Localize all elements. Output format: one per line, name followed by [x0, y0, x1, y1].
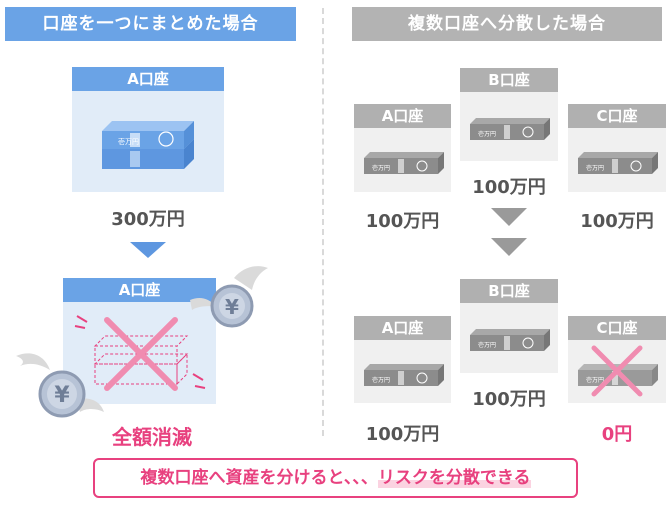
section-divider — [322, 8, 324, 436]
right-top-amount-b: 100万円 — [472, 177, 546, 198]
conclusion-highlight: リスクを分散できる — [377, 468, 531, 488]
bill-text: 壱万円 — [478, 130, 496, 138]
conclusion-prefix: 複数口座へ資産を分けると、、、 — [140, 468, 378, 488]
cross-icon — [104, 317, 178, 391]
left-top-amount: 300万円 — [111, 209, 185, 230]
money-bill-icon: 壱万円 — [364, 364, 444, 386]
account-label: A口座 — [63, 278, 216, 302]
down-arrow-icon — [491, 238, 527, 256]
cross-icon — [591, 345, 643, 397]
money-bill-icon: 壱万円 — [470, 329, 550, 351]
account-label: C口座 — [568, 316, 666, 340]
right-top-card-a: A口座 壱万円 — [354, 104, 451, 192]
flying-coin-icon: ¥ — [16, 353, 104, 418]
vanished-bill-icon: 壱万円 — [578, 345, 658, 397]
yen-symbol: ¥ — [225, 295, 239, 319]
right-top-amount-c: 100万円 — [580, 211, 654, 232]
flying-coin-icon: ¥ — [190, 266, 268, 328]
account-label: A口座 — [354, 316, 451, 340]
left-result: 全額消滅 — [112, 425, 192, 449]
bill-text: 壱万円 — [478, 341, 496, 349]
bill-text: 壱万円 — [586, 376, 604, 384]
yen-symbol: ¥ — [54, 383, 70, 408]
right-top-card-b: B口座 壱万円 — [460, 68, 558, 161]
money-bill-icon: 壱万円 — [470, 118, 550, 140]
right-bottom-amount-a: 100万円 — [365, 424, 440, 445]
bill-text: 壱万円 — [586, 164, 604, 172]
left-bottom-account-card: A口座 — [63, 278, 216, 404]
money-bill-icon: 壱万円 — [578, 152, 658, 174]
account-label: A口座 — [72, 67, 224, 91]
bill-text: 壱万円 — [372, 376, 390, 384]
bill-text: 壱万円 — [372, 164, 390, 172]
account-label: C口座 — [568, 104, 666, 128]
vanished-money-icon — [74, 315, 206, 391]
down-arrow-icon — [130, 242, 166, 258]
down-arrow-icon — [491, 208, 527, 226]
right-bottom-card-c: C口座 壱万円 — [568, 316, 666, 403]
right-bottom-card-a: A口座 壱万円 — [354, 316, 451, 403]
left-top-account-card: A口座 壱万円 — [72, 67, 224, 192]
right-top-card-c: C口座 壱万円 — [568, 104, 666, 192]
right-top-amount-a: 100万円 — [365, 211, 440, 232]
left-banner: 口座を一つにまとめた場合 — [5, 7, 296, 41]
account-label: B口座 — [460, 68, 558, 92]
bill-text: 壱万円 — [118, 137, 139, 146]
account-label: B口座 — [460, 279, 558, 303]
right-bottom-card-b: B口座 壱万円 — [460, 279, 558, 373]
conclusion-box: 複数口座へ資産を分けると、、、リスクを分散できる — [93, 458, 578, 498]
right-bottom-amount-c: 0円 — [601, 424, 633, 445]
money-stack-icon: 壱万円 — [102, 121, 194, 169]
account-label: A口座 — [354, 104, 451, 128]
money-bill-icon: 壱万円 — [364, 152, 444, 174]
right-banner: 複数口座へ分散した場合 — [352, 7, 662, 41]
right-bottom-amount-b: 100万円 — [472, 389, 546, 410]
